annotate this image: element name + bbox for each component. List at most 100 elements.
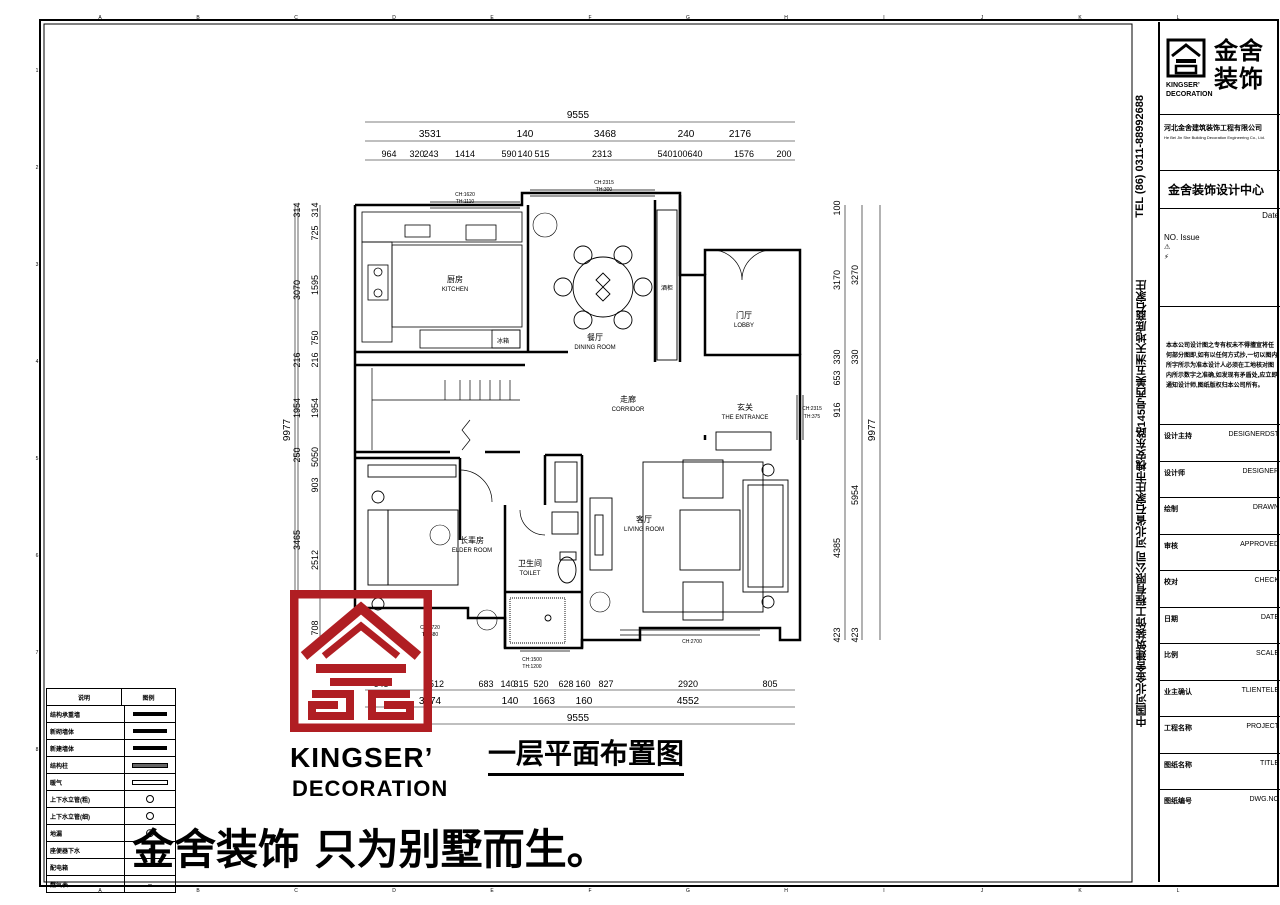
wall-symbol-icon xyxy=(132,779,168,785)
legend-item-label: 上下水立管(细) xyxy=(47,808,125,824)
dim-top-overall: 9555 xyxy=(567,110,590,121)
legend-item-label: 新建墙体 xyxy=(47,740,125,756)
legend-row: 暖气 xyxy=(47,774,175,791)
sheet-inner-border xyxy=(43,23,1133,883)
wall-outline xyxy=(353,191,802,650)
dims-bottom-fine: 64515126831403155206281608272920805 xyxy=(373,679,777,689)
dimension-lines xyxy=(294,121,881,725)
vertical-city: 石家庄 xyxy=(1136,280,1148,313)
title-row-en: PROJECT xyxy=(1246,723,1279,730)
drawing-title: 一层平面布置图 xyxy=(488,732,685,776)
window-label: CH:1620 xyxy=(455,192,475,198)
title-row-cn: 日期 xyxy=(1164,615,1178,623)
company-cn: 河北金舍建筑装饰工程有限公司 xyxy=(1164,125,1262,132)
legend-item-symbol: ● xyxy=(125,847,175,853)
elder-room-furniture xyxy=(367,464,459,611)
dim-right-fine: 330 xyxy=(832,349,842,364)
dim-top-mid: 3468 xyxy=(594,129,617,140)
legend-row: 新砌墙体 xyxy=(47,723,175,740)
dim-right-overall: 9977 xyxy=(867,418,878,441)
fridge-label: 冰箱 xyxy=(497,337,509,345)
dim-right-fine: 423 xyxy=(832,627,842,642)
grid-letter-top: G xyxy=(686,15,690,21)
grid-number-left: 1 xyxy=(36,68,39,74)
company-en: He Bei Jin She Building Decoration Engin… xyxy=(1164,135,1265,140)
legend-item-symbol xyxy=(125,729,175,733)
legend-row: 燃气表◒ xyxy=(47,876,175,892)
legend-item-label: 暖气 xyxy=(47,774,125,790)
dim-left-fine: 50 xyxy=(310,457,320,467)
dim-left-fine: 750 xyxy=(310,330,320,345)
title-row-cn: 校对 xyxy=(1164,579,1178,586)
living-room-furniture xyxy=(589,431,789,621)
window-label: CH:2315 xyxy=(594,180,614,186)
dim-bottom-fine: 628 xyxy=(558,679,573,689)
legend-item-symbol xyxy=(125,712,175,716)
dim-left-mid: 216 xyxy=(292,352,302,367)
grid-letter-bottom: H xyxy=(784,888,788,894)
legend-row: 新建墙体 xyxy=(47,740,175,757)
window-label: TH:1200 xyxy=(522,664,541,670)
notes-row: 本本公司设计图之专有权未不得擅宣将任何部分图即,如有以任何方式抄,一切以图内所字… xyxy=(1160,306,1280,425)
dim-bottom-mid: 1663 xyxy=(533,696,556,707)
date-label: Date xyxy=(1262,211,1279,220)
legend-header-symbol: 图例 xyxy=(142,695,155,702)
dim-bottom-fine: 683 xyxy=(478,679,493,689)
legend-row: 配电箱 xyxy=(47,859,175,876)
grid-number-left: 4 xyxy=(36,359,39,365)
dim-right-mid: 330 xyxy=(850,349,860,364)
title-row-cn: 绘制 xyxy=(1164,506,1178,513)
room-label-en: KITCHEN xyxy=(442,287,468,293)
brand-name: KINGSER’ xyxy=(290,742,434,773)
title-row-en: DESIGNERDST xyxy=(1228,431,1279,438)
legend-row: 上下水立管(粗) xyxy=(47,791,175,808)
title-row-en: APPROVED xyxy=(1240,540,1279,548)
grid-letter-bottom: L xyxy=(1177,888,1180,894)
grid-letter-top: F xyxy=(588,15,591,21)
logo-mark-icon xyxy=(1166,38,1206,78)
pipe-symbol-icon xyxy=(146,812,154,820)
grid-number-left: 2 xyxy=(36,165,39,171)
floor-drain-icon: ⊕ xyxy=(144,826,156,840)
legend-item-symbol: ◒ xyxy=(125,879,175,889)
notes-text: 本本公司设计图之专有权未不得擅宣将任何部分图即,如有以任何方式抄,一切以图内所字… xyxy=(1166,343,1278,389)
dim-top-fine: 200 xyxy=(776,149,791,159)
dim-bottom-overall: 9555 xyxy=(567,713,590,724)
dining-table xyxy=(553,209,678,361)
no-issue-label: NO. Issue xyxy=(1164,233,1200,242)
grid-letter-top: I xyxy=(883,15,884,21)
legend-item-symbol: ⊕ xyxy=(125,826,175,840)
dim-left-fine: 1595 xyxy=(310,275,320,295)
title-row-en: DATE xyxy=(1260,613,1279,621)
title-row-en: TITLE xyxy=(1259,759,1279,767)
grid-letter-bottom: B xyxy=(196,888,200,894)
wall-symbol-icon xyxy=(133,712,167,716)
design-center: 金舍装饰设计中心 xyxy=(1168,183,1265,197)
legend-item-symbol xyxy=(125,795,175,803)
dim-top-fine: 1414 xyxy=(455,149,475,159)
legend-item-label: 地漏 xyxy=(47,825,125,841)
grid-number-left: 7 xyxy=(36,650,39,656)
room-label-en: ELDER ROOM xyxy=(452,548,492,554)
kitchen-fixtures xyxy=(361,211,523,349)
legend-item-symbol xyxy=(125,779,175,785)
dim-top-fine: 964 xyxy=(381,149,396,159)
title-row-cn: 审核 xyxy=(1164,542,1178,550)
grid-letter-top: B xyxy=(196,15,200,21)
dim-left-mid: 3070 xyxy=(292,280,302,300)
legend-header-desc: 说明 xyxy=(47,689,122,705)
window-label: TH:300 xyxy=(596,187,613,193)
title-row-cn: 设计主持 xyxy=(1164,433,1192,440)
grid-number-left: 8 xyxy=(36,747,39,753)
grid-letter-top: A xyxy=(98,15,102,21)
grid-letter-top: J xyxy=(981,15,984,21)
title-row-en: DESIGNER xyxy=(1242,467,1279,475)
dim-left-mid: 1954 xyxy=(292,398,302,418)
room-label-cn: 厨房 xyxy=(447,274,463,284)
